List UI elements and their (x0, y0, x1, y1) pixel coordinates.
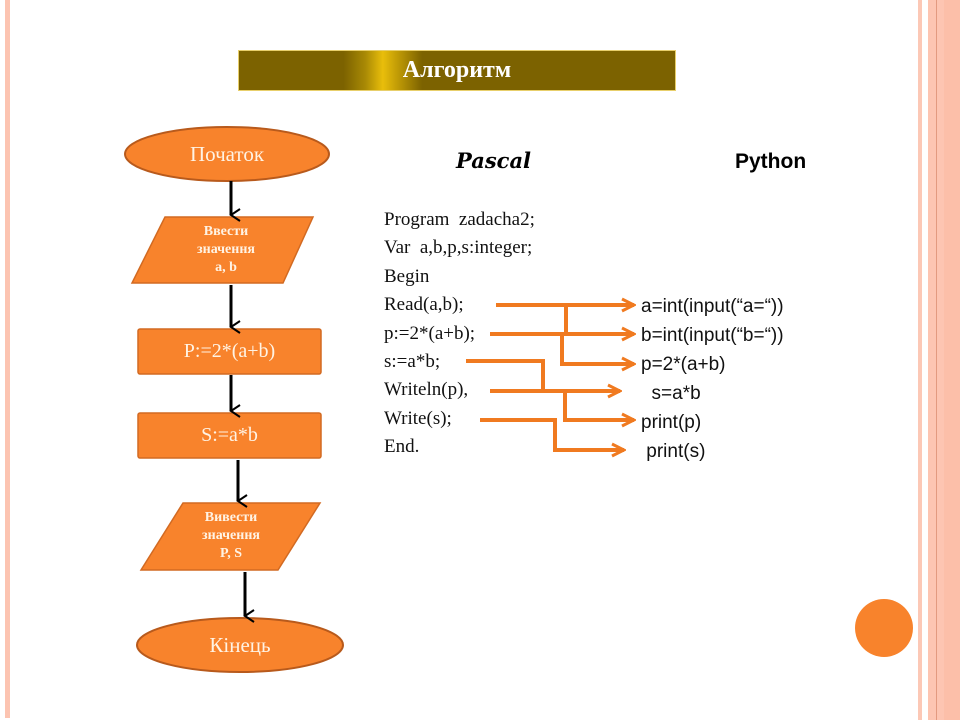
pascal-heading: Pascal (456, 148, 532, 173)
connector-writeln-to-print-p (563, 391, 634, 420)
python-line: a=int(input(“a=“)) (641, 296, 784, 317)
pascal-line: Write(s); (384, 407, 452, 429)
pascal-line: Writeln(p), (384, 379, 469, 401)
pascal-line: Var a,b,p,s:integer; (384, 237, 533, 259)
right-border-stripe-outer (944, 0, 960, 720)
pascal-line: p:=2*(a+b); (384, 322, 476, 344)
slide-title-bar: Алгоритм (238, 50, 676, 91)
calc-s-rect (137, 412, 322, 459)
pascal-line: End. (384, 436, 420, 458)
right-border-stripe-thin (918, 0, 922, 720)
python-line: print(s) (641, 441, 706, 462)
connector-write-to-print-s (480, 418, 624, 450)
left-border-stripe (5, 0, 10, 718)
start-oval (124, 126, 330, 182)
pascal-line: s:=a*b; (384, 351, 441, 373)
pascal-line: Program zadacha2; (384, 209, 535, 230)
input-parallelogram (130, 216, 315, 284)
right-border-stripe-line (936, 0, 937, 720)
calc-p-rect (137, 328, 322, 375)
pascal-line: Begin (384, 265, 430, 287)
python-code-block: a=int(input(“a=“)) b=int(input(“b=“)) p=… (641, 292, 784, 466)
pascal-code-block: Program zadacha2; Var a,b,p,s:integer; B… (384, 206, 535, 462)
accent-circle (855, 599, 913, 657)
python-line: b=int(input(“b=“)) (641, 325, 784, 346)
python-heading: Python (735, 150, 807, 173)
connector-p-to-calc-p (560, 334, 634, 364)
end-oval (136, 617, 344, 673)
output-parallelogram (139, 502, 322, 571)
connector-s-drop (466, 359, 545, 391)
python-line: s=a*b (641, 383, 701, 404)
pascal-line: Read(a,b); (384, 294, 464, 316)
python-line: p=2*(a+b) (641, 354, 726, 375)
slide-title: Алгоритм (402, 57, 512, 83)
python-line: print(p) (641, 412, 702, 433)
